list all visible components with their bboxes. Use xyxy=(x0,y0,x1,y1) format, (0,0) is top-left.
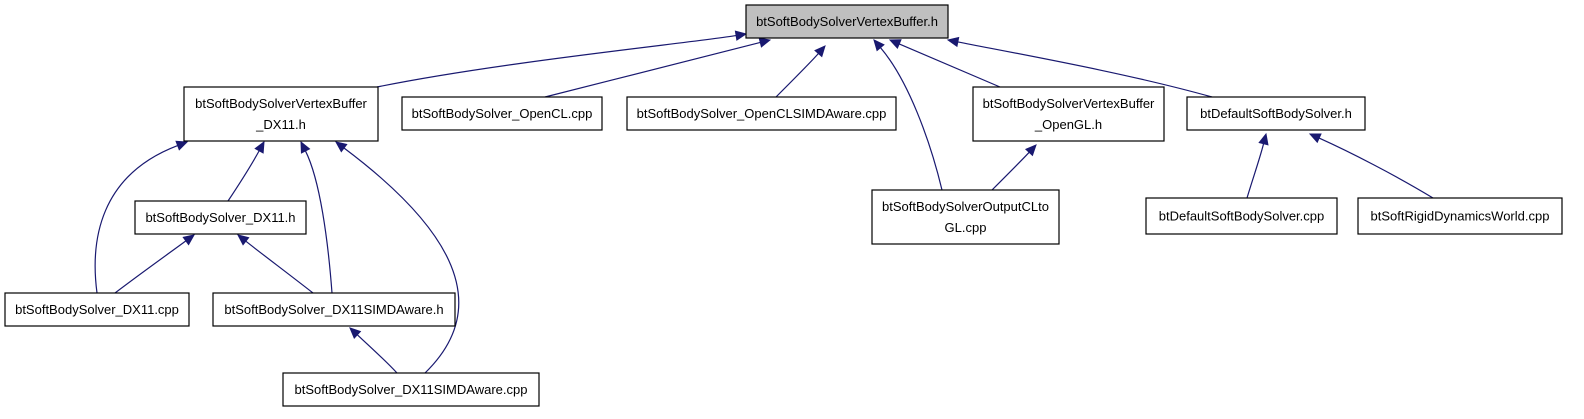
node-box[interactable] xyxy=(972,86,1165,142)
node-box[interactable] xyxy=(401,96,603,131)
arrowhead-icon xyxy=(349,327,362,340)
node-label: btSoftBodySolverVertexBuffer xyxy=(983,96,1155,111)
edge-outputcltogl-to-openglh xyxy=(991,144,1037,191)
node-label: btSoftBodySolver_DX11.h xyxy=(145,210,295,225)
edge-line xyxy=(898,43,1001,88)
node-label: btSoftRigidDynamicsWorld.cpp xyxy=(1371,209,1550,224)
node-label: btDefaultSoftBodySolver.cpp xyxy=(1159,209,1325,224)
edge-dx11simdh-to-solverdx11h xyxy=(237,234,314,294)
node-dx11simdh[interactable]: btSoftBodySolver_DX11SIMDAware.h xyxy=(212,292,456,327)
edge-line xyxy=(304,150,333,294)
node-box[interactable] xyxy=(1145,197,1338,235)
node-box[interactable] xyxy=(871,189,1060,245)
arrowhead-icon xyxy=(300,140,311,154)
node-label: btSoftBodySolver_DX11SIMDAware.h xyxy=(224,302,443,317)
node-box[interactable] xyxy=(1357,197,1563,235)
node-box[interactable] xyxy=(4,292,190,327)
edge-line xyxy=(544,41,761,98)
arrowhead-icon xyxy=(1024,144,1037,157)
node-root[interactable]: btSoftBodySolverVertexBuffer.h xyxy=(745,4,949,39)
edge-openglh-to-root xyxy=(888,39,1001,88)
node-label: btSoftBodySolverVertexBuffer xyxy=(195,96,367,111)
node-label: _DX11.h xyxy=(255,117,306,132)
arrowhead-icon xyxy=(175,140,189,151)
node-label: btSoftBodySolverVertexBuffer.h xyxy=(756,14,938,29)
edge-line xyxy=(376,34,737,88)
node-dx11simdcpp[interactable]: btSoftBodySolver_DX11SIMDAware.cpp xyxy=(282,372,540,407)
edge-defaultcpp-to-defaulth xyxy=(1246,132,1269,199)
edge-defaulth-to-root xyxy=(946,36,1213,98)
node-defaulth[interactable]: btDefaultSoftBodySolver.h xyxy=(1186,96,1366,131)
edge-line xyxy=(356,334,398,374)
node-rigidworld[interactable]: btSoftRigidDynamicsWorld.cpp xyxy=(1357,197,1563,235)
arrowhead-icon xyxy=(873,39,885,52)
arrowhead-icon xyxy=(1308,133,1322,144)
node-box[interactable] xyxy=(282,372,540,407)
edge-solverdx11h-to-dx11h xyxy=(227,140,265,202)
node-label: _OpenGL.h xyxy=(1034,117,1102,132)
edge-dx11simdcpp-to-dx11h xyxy=(335,141,460,374)
edges-layer xyxy=(94,30,1434,374)
arrowhead-icon xyxy=(335,141,348,153)
edge-line xyxy=(1246,143,1265,199)
edge-rigidworld-to-defaulth xyxy=(1308,133,1434,199)
arrowhead-icon xyxy=(814,45,826,58)
edge-dx11simdcpp-to-dx11simdh xyxy=(349,327,398,374)
edge-line xyxy=(775,53,819,98)
node-dx11h[interactable]: btSoftBodySolverVertexBuffer _DX11.h xyxy=(183,86,379,142)
node-label: btSoftBodySolver_DX11SIMDAware.cpp xyxy=(295,382,528,397)
node-label: GL.cpp xyxy=(945,220,987,235)
node-openglh[interactable]: btSoftBodySolverVertexBuffer _OpenGL.h xyxy=(972,86,1165,142)
edge-line xyxy=(1318,137,1434,199)
edge-line xyxy=(245,240,314,294)
node-box[interactable] xyxy=(134,200,307,235)
arrowhead-icon xyxy=(946,36,960,48)
edge-line xyxy=(114,240,187,294)
arrowhead-icon xyxy=(254,140,265,154)
node-label: btSoftBodySolverOutputCLto xyxy=(882,199,1049,214)
edge-solverdx11cpp-to-dx11h xyxy=(94,140,189,294)
edge-outputcltogl-to-root xyxy=(873,39,943,191)
arrowhead-icon xyxy=(888,39,902,49)
node-box[interactable] xyxy=(1186,96,1366,131)
edge-line xyxy=(94,144,178,294)
arrowhead-icon xyxy=(1258,132,1269,146)
node-label: btSoftBodySolver_DX11.cpp xyxy=(15,302,179,317)
edge-line xyxy=(957,41,1213,98)
node-box[interactable] xyxy=(212,292,456,327)
node-label: btSoftBodySolver_OpenCLSIMDAware.cpp xyxy=(637,106,887,121)
edge-openclsimd-to-root xyxy=(775,45,826,98)
node-openclsimd[interactable]: btSoftBodySolver_OpenCLSIMDAware.cpp xyxy=(626,96,897,131)
edge-line xyxy=(227,150,260,202)
arrowhead-icon xyxy=(237,234,250,246)
edge-line xyxy=(880,47,943,191)
node-solverdx11cpp[interactable]: btSoftBodySolver_DX11.cpp xyxy=(4,292,190,327)
arrowhead-icon xyxy=(758,37,772,48)
node-box[interactable] xyxy=(183,86,379,142)
node-solverdx11h[interactable]: btSoftBodySolver_DX11.h xyxy=(134,200,307,235)
edge-opencl-to-root xyxy=(544,37,772,98)
arrowhead-icon xyxy=(734,30,748,41)
edge-dx11simdh-to-dx11h xyxy=(300,140,333,294)
nodes-layer: btSoftBodySolverVertexBuffer.h btSoftBody… xyxy=(4,4,1563,407)
node-label: btDefaultSoftBodySolver.h xyxy=(1200,106,1352,121)
node-opencl[interactable]: btSoftBodySolver_OpenCL.cpp xyxy=(401,96,603,131)
edge-line xyxy=(991,151,1030,191)
node-defaultcpp[interactable]: btDefaultSoftBodySolver.cpp xyxy=(1145,197,1338,235)
edge-solverdx11cpp-to-solverdx11h xyxy=(114,234,195,294)
edge-line xyxy=(343,147,460,374)
node-box[interactable] xyxy=(626,96,897,131)
node-label: btSoftBodySolver_OpenCL.cpp xyxy=(412,106,593,121)
arrowhead-icon xyxy=(182,234,195,246)
edge-dx11h-to-root xyxy=(376,30,748,88)
node-box[interactable] xyxy=(745,4,949,39)
